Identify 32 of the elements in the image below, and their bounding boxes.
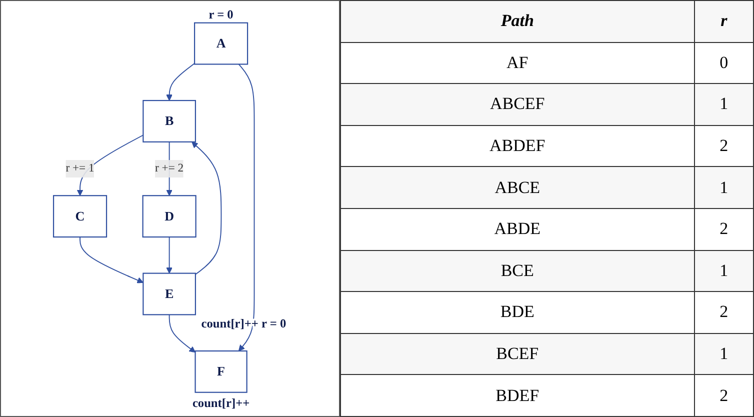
table-cell: 1	[694, 84, 754, 126]
arrow	[238, 64, 255, 352]
node-box: B	[142, 100, 196, 142]
table-cell: BDEF	[340, 374, 694, 416]
arrow	[168, 314, 196, 353]
table-cell: 1	[694, 250, 754, 292]
column-header: r	[694, 0, 754, 42]
table-cell: BDE	[340, 292, 694, 334]
arrow	[166, 62, 196, 101]
column-header: Path	[340, 0, 694, 42]
table-cell: 2	[694, 374, 754, 416]
table-cell: ABDE	[340, 208, 694, 250]
arrow	[192, 142, 222, 275]
table-cell: ABCE	[340, 166, 694, 208]
node-box: E	[142, 272, 196, 316]
arrow	[166, 236, 172, 274]
annotation-text: count[r]++	[192, 396, 250, 410]
table-cell: 2	[694, 292, 754, 334]
table-cell: BCEF	[340, 333, 694, 375]
table-cell: 2	[694, 208, 754, 250]
edge-label: r += 2	[155, 162, 184, 175]
node-box: C	[52, 195, 108, 238]
table-cell: 1	[694, 166, 754, 208]
table-cell: BCE	[340, 250, 694, 292]
node-box: D	[142, 195, 196, 238]
arrow	[80, 236, 144, 284]
node-box: A	[194, 22, 248, 65]
table-cell: 1	[694, 333, 754, 375]
edge-label: r += 1	[66, 162, 94, 175]
annotation-text: r = 0	[208, 7, 234, 22]
table-cell: ABCEF	[340, 84, 694, 126]
node-box: F	[194, 350, 248, 393]
